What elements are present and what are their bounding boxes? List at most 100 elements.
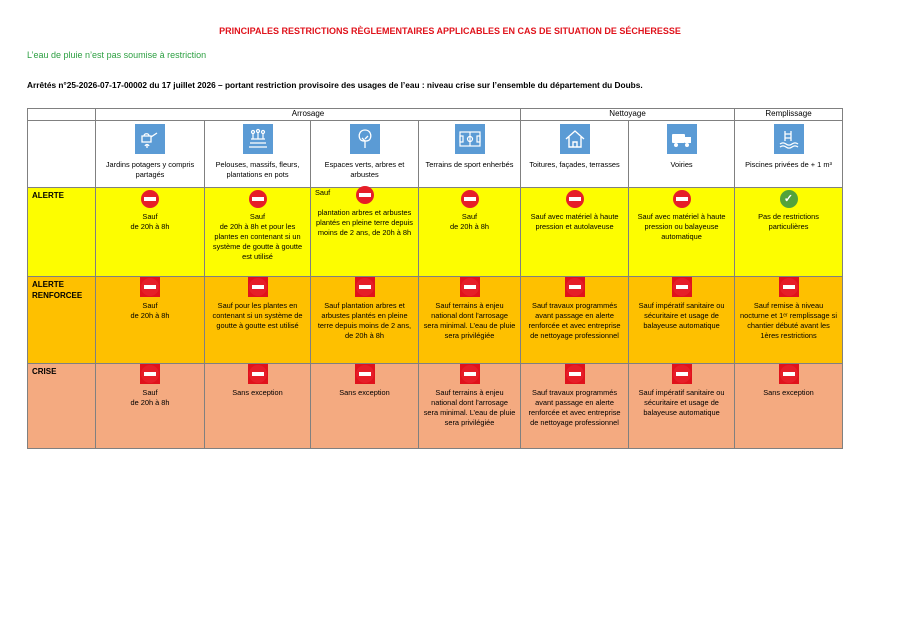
tree-icon bbox=[349, 124, 380, 154]
category-label: Toitures, façades, terrasses bbox=[529, 160, 620, 169]
no-entry-icon bbox=[459, 277, 480, 297]
restriction-cell: Sauf avec matériel à haute pression ou b… bbox=[628, 187, 736, 277]
no-entry-sign bbox=[779, 365, 798, 383]
category-label: Piscines privées de + 1 m³ bbox=[745, 160, 832, 169]
garden-beds-icon bbox=[242, 124, 273, 154]
no-entry-sign bbox=[460, 278, 479, 296]
restriction-text: Sauf de 20h à 8h bbox=[449, 212, 490, 231]
no-entry-sign bbox=[565, 365, 584, 383]
house-icon bbox=[559, 124, 590, 154]
no-entry-icon bbox=[672, 190, 691, 208]
category-label: Voiries bbox=[670, 160, 693, 169]
restriction-cell: Sauf de 20h à 8h bbox=[95, 363, 205, 449]
no-entry-sign bbox=[355, 278, 374, 296]
restriction-text: Pas de restrictions particulières bbox=[758, 212, 819, 231]
restriction-cell: Sauf de 20h à 8h et pour les plantes en … bbox=[204, 187, 311, 277]
restrictions-table: Arrosage Nettoyage Remplissage Jardins p… bbox=[27, 108, 844, 449]
no-entry-sign bbox=[672, 278, 691, 296]
pool-icon bbox=[773, 124, 804, 154]
group-header-nettoyage: Nettoyage bbox=[520, 108, 736, 121]
corner-cell bbox=[27, 120, 96, 188]
restriction-text: Sauf terrains à enjeu national dont l’ar… bbox=[423, 388, 516, 427]
no-entry-icon bbox=[354, 277, 375, 297]
restriction-text: Sauf impératif sanitaire ou sécuritaire … bbox=[638, 388, 725, 417]
no-entry-icon bbox=[140, 277, 160, 297]
no-entry-sign bbox=[565, 278, 584, 296]
no-entry-icon bbox=[778, 364, 799, 384]
corner-cell bbox=[27, 108, 96, 121]
restriction-text: Sauf avec matériel à haute pression ou b… bbox=[637, 212, 726, 241]
level-row: CRISE Sauf de 20h à 8h Sans exception Sans … bbox=[27, 363, 844, 449]
restriction-prefix: Sauf bbox=[315, 188, 331, 197]
category-label: Pelouses, massifs, fleurs, plantations e… bbox=[215, 160, 300, 179]
no-entry-icon bbox=[459, 364, 480, 384]
restriction-cell: Sans exception bbox=[734, 363, 844, 449]
restriction-text: plantation arbres et arbustes plantés en… bbox=[316, 207, 413, 237]
restriction-cell: Sauf terrains à enjeu national dont l’ar… bbox=[417, 363, 522, 449]
restriction-text: Sauf travaux programmés avant passage en… bbox=[528, 388, 621, 427]
restriction-cell: Sauf de 20h à 8h bbox=[95, 276, 205, 364]
no-entry-sign bbox=[672, 365, 691, 383]
level-name: ALERTE bbox=[27, 187, 96, 277]
no-entry-icon bbox=[141, 190, 159, 208]
category-label: Espaces verts, arbres et arbustes bbox=[324, 160, 405, 179]
no-entry-icon bbox=[671, 364, 692, 384]
no-entry-icon bbox=[565, 190, 584, 208]
no-entry-icon bbox=[354, 364, 375, 384]
restriction-text: Sauf avec matériel à haute pression et a… bbox=[530, 212, 619, 231]
restriction-cell: ✓Pas de restrictions particulières bbox=[734, 187, 844, 277]
restriction-text: Sauf plantation arbres et arbustes plant… bbox=[317, 301, 412, 340]
restriction-cell: Sauf travaux programmés avant passage en… bbox=[520, 363, 630, 449]
no-entry-icon bbox=[460, 190, 479, 208]
no-entry-icon bbox=[247, 277, 268, 297]
no-entry-icon bbox=[248, 190, 267, 208]
no-entry-sign bbox=[779, 278, 798, 296]
category-label: Terrains de sport enherbés bbox=[425, 160, 514, 169]
category-header: Voiries bbox=[628, 120, 736, 188]
restriction-cell: Sauf impératif sanitaire ou sécuritaire … bbox=[628, 276, 736, 364]
category-header: Espaces verts, arbres et arbustes bbox=[310, 120, 419, 188]
no-entry-sign bbox=[355, 365, 374, 383]
category-header: Terrains de sport enherbés bbox=[417, 120, 522, 188]
restriction-text: Sauf travaux programmés avant passage en… bbox=[528, 301, 621, 340]
restriction-text: Sans exception bbox=[339, 388, 390, 397]
no-entry-icon bbox=[778, 277, 799, 297]
restriction-text: Sans exception bbox=[763, 388, 814, 397]
restriction-cell: Sauf plantation arbres et arbustes planté… bbox=[310, 185, 419, 277]
restriction-cell: Sauf travaux programmés avant passage en… bbox=[520, 276, 630, 364]
level-name: CRISE bbox=[27, 363, 96, 449]
restriction-text: Sauf de 20h à 8h bbox=[130, 212, 170, 231]
category-header: Pelouses, massifs, fleurs, plantations e… bbox=[204, 120, 311, 188]
restriction-text: Sauf terrains à enjeu national dont l’ar… bbox=[423, 301, 516, 340]
restriction-cell: Sauf de 20h à 8h bbox=[417, 187, 522, 277]
no-entry-icon bbox=[671, 277, 692, 297]
restriction-cell: Sauf pour les plantes en contenant si un… bbox=[204, 276, 311, 364]
no-entry-sign bbox=[248, 278, 267, 296]
no-entry-sign bbox=[460, 365, 479, 383]
no-entry-sign bbox=[248, 365, 267, 383]
no-entry-icon bbox=[564, 277, 585, 297]
level-row: ALERTE Sauf de 20h à 8h Sauf de 20h à 8h e… bbox=[27, 185, 844, 277]
restriction-cell: Sauf impératif sanitaire ou sécuritaire … bbox=[628, 363, 736, 449]
no-entry-icon bbox=[140, 364, 160, 384]
no-entry-sign bbox=[141, 365, 159, 383]
restriction-cell: Sans exception bbox=[310, 363, 419, 449]
no-entry-sign bbox=[141, 278, 159, 296]
restriction-text: Sauf de 20h à 8h et pour les plantes en … bbox=[212, 212, 303, 261]
restriction-cell: Sauf plantation arbres et arbustes plant… bbox=[310, 276, 419, 364]
level-name: ALERTE RENFORCEE bbox=[27, 276, 96, 364]
restriction-cell: Sauf avec matériel à haute pression et a… bbox=[520, 187, 630, 277]
watering-can-icon bbox=[135, 124, 165, 154]
restriction-text: Sans exception bbox=[232, 388, 283, 397]
no-entry-icon bbox=[564, 364, 585, 384]
restriction-text: Sauf pour les plantes en contenant si un… bbox=[212, 301, 303, 330]
category-label: Jardins potagers y compris partagés bbox=[105, 160, 195, 179]
rainwater-note: L’eau de pluie n’est pas soumise à restr… bbox=[27, 50, 207, 60]
category-header: Jardins potagers y compris partagés bbox=[95, 120, 205, 188]
category-header: Toitures, façades, terrasses bbox=[520, 120, 630, 188]
restriction-cell: Sauf terrains à enjeu national dont l’ar… bbox=[417, 276, 522, 364]
no-entry-icon bbox=[355, 185, 374, 204]
restriction-text: Sauf impératif sanitaire ou sécuritaire … bbox=[638, 301, 725, 330]
restriction-text: Sauf de 20h à 8h bbox=[130, 388, 170, 407]
